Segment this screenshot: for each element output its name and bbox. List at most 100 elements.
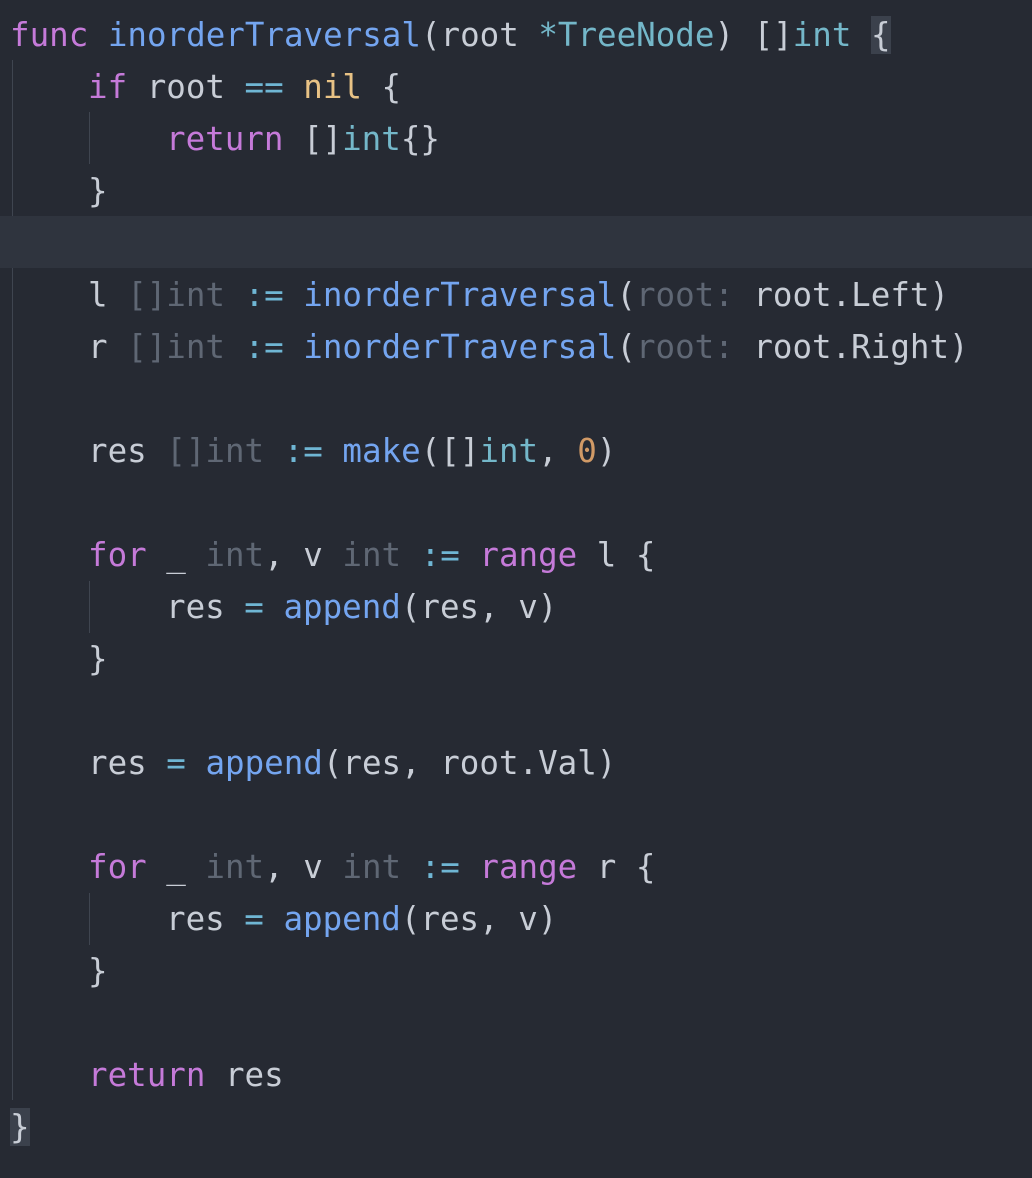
- keyword-range: range: [479, 536, 578, 574]
- code-line-12[interactable]: res = append(res, v): [0, 581, 1032, 633]
- operator-equals: ==: [244, 68, 284, 106]
- number-literal: 0: [577, 432, 597, 470]
- code-line-1[interactable]: func inorderTraversal(root *TreeNode) []…: [0, 9, 1032, 61]
- space: [851, 16, 871, 54]
- range-target: r {: [577, 848, 656, 886]
- brace-close: }: [88, 640, 108, 678]
- type-hint: []int: [127, 328, 225, 366]
- operator-assign: :=: [244, 276, 284, 314]
- keyword-range: range: [479, 848, 578, 886]
- type-int: int: [342, 120, 401, 158]
- condition-var: root: [127, 68, 245, 106]
- loop-var: , v: [264, 536, 343, 574]
- keyword-for: for: [88, 848, 147, 886]
- code-line-9[interactable]: res []int := make([]int, 0): [0, 425, 1032, 477]
- comma: ,: [538, 432, 578, 470]
- type-hint: int: [205, 536, 265, 574]
- variable-res: res: [88, 432, 167, 470]
- keyword-for: for: [88, 536, 147, 574]
- matched-brace-open: {: [871, 16, 891, 54]
- code-line-17[interactable]: for _ int, v int := range r {: [0, 841, 1032, 893]
- function-call: append: [205, 744, 323, 782]
- code-line-19[interactable]: }: [0, 945, 1032, 997]
- code-line-2[interactable]: if root == nil {: [0, 61, 1032, 113]
- space: [225, 276, 245, 314]
- variable-res: res: [88, 744, 167, 782]
- code-line-6[interactable]: l []int := inorderTraversal(root: root.L…: [0, 269, 1032, 321]
- code-line-21[interactable]: return res: [0, 1049, 1032, 1101]
- code-line-3[interactable]: return []int{}: [0, 113, 1032, 165]
- code-line-4[interactable]: }: [0, 165, 1032, 217]
- arguments: (res, v): [400, 588, 558, 626]
- keyword-if: if: [88, 68, 128, 106]
- paren-close: ): [596, 432, 617, 470]
- paren-open: (: [616, 276, 636, 314]
- indent-guide-for-r: [89, 893, 90, 945]
- keyword-return: return: [166, 120, 284, 158]
- variable-l: l: [88, 276, 128, 314]
- brace-close: }: [88, 952, 108, 990]
- space: [284, 328, 304, 366]
- space: [88, 16, 108, 54]
- slice-brackets: []: [283, 120, 343, 158]
- space: [284, 68, 304, 106]
- indent-guide-function: [12, 60, 13, 1100]
- code-line-11[interactable]: for _ int, v int := range l {: [0, 529, 1032, 581]
- paren-open: (: [616, 328, 636, 366]
- type-hint: int: [342, 536, 402, 574]
- arguments: (res, root.Val): [322, 744, 617, 782]
- function-call: append: [283, 588, 401, 626]
- code-line-15[interactable]: res = append(res, root.Val): [0, 737, 1032, 789]
- param-hint: root:: [635, 328, 734, 366]
- variable-r: r: [88, 328, 128, 366]
- operator-assign: :=: [244, 328, 284, 366]
- paren-open: ([]: [420, 432, 480, 470]
- return-type: int: [792, 16, 852, 54]
- indent-guide-if: [89, 112, 90, 164]
- code-line-13[interactable]: }: [0, 633, 1032, 685]
- operator-equals: =: [166, 744, 186, 782]
- brace-open: {: [361, 68, 402, 106]
- type-hint: int: [342, 848, 402, 886]
- arguments: (res, v): [400, 900, 558, 938]
- space: [401, 848, 421, 886]
- space: [284, 276, 304, 314]
- space: [225, 328, 245, 366]
- param-hint: root:: [635, 276, 734, 314]
- range-target: l {: [577, 536, 656, 574]
- empty-literal: {}: [400, 120, 440, 158]
- type-hint: []int: [127, 276, 225, 314]
- space: [264, 432, 284, 470]
- space: [264, 588, 284, 626]
- operator-assign: :=: [283, 432, 323, 470]
- operator-assign: :=: [420, 848, 460, 886]
- blank-identifier: _: [146, 536, 206, 574]
- variable-res: res: [166, 588, 245, 626]
- operator-assign: :=: [420, 536, 460, 574]
- code-line-7[interactable]: r []int := inorderTraversal(root: root.R…: [0, 321, 1032, 373]
- blank-identifier: _: [146, 848, 206, 886]
- indent-guide-for-l: [89, 581, 90, 633]
- nil-literal: nil: [303, 68, 362, 106]
- code-line-22[interactable]: }: [0, 1101, 1032, 1153]
- argument: root.Right): [733, 328, 969, 366]
- keyword-return: return: [88, 1056, 206, 1094]
- params-close: ) []: [714, 16, 793, 54]
- operator-equals: =: [244, 900, 264, 938]
- function-call: inorderTraversal: [303, 328, 617, 366]
- function-call: append: [283, 900, 401, 938]
- return-value: res: [205, 1056, 284, 1094]
- argument: root.Left): [733, 276, 950, 314]
- loop-var: , v: [264, 848, 343, 886]
- code-line-18[interactable]: res = append(res, v): [0, 893, 1032, 945]
- space: [401, 536, 421, 574]
- current-line-highlight[interactable]: [0, 216, 1032, 268]
- brace-close: }: [88, 172, 108, 210]
- type-int: int: [479, 432, 539, 470]
- type-hint: int: [205, 848, 265, 886]
- matched-brace-close: }: [10, 1108, 30, 1146]
- function-call: make: [342, 432, 421, 470]
- function-call: inorderTraversal: [303, 276, 617, 314]
- variable-res: res: [166, 900, 245, 938]
